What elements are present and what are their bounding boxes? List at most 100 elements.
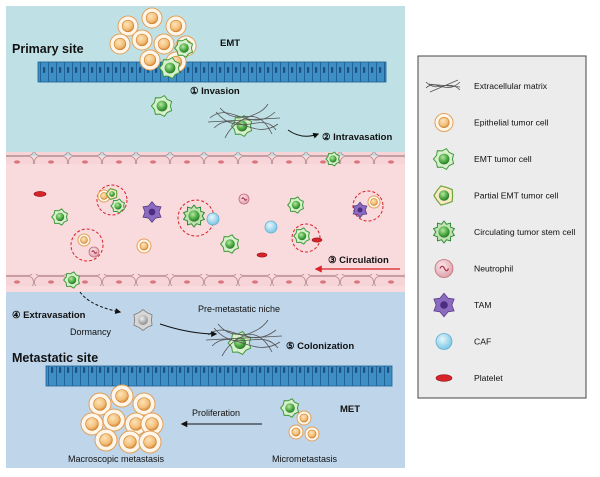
- legend-item: CAF: [435, 333, 491, 350]
- epithelial-tumor-cell: [131, 29, 153, 51]
- pre-metastatic-niche-label: Pre-metastatic niche: [198, 304, 280, 314]
- neutrophil-icon: [434, 259, 454, 278]
- platelet: [33, 191, 47, 197]
- epithelial-tumor-cell: [153, 33, 175, 55]
- legend-item-label: Extracellular matrix: [474, 81, 548, 91]
- partial-emt-tumor-cell: [105, 188, 118, 200]
- legend-item-label: Epithelial tumor cell: [474, 118, 549, 128]
- emt-label: EMT: [220, 38, 240, 49]
- emt-tumor-cell: [287, 196, 304, 214]
- emt-tumor-cell: [63, 271, 80, 289]
- legend-item: Circulating tumor stem cell: [432, 220, 575, 244]
- platelet: [256, 252, 268, 258]
- cells-layer: [33, 7, 384, 454]
- legend-item: EMT tumor cell: [432, 147, 532, 171]
- epithelial-tumor-cell: [97, 189, 111, 203]
- epithelial-tumor-cell: [118, 430, 142, 454]
- epithelial-tumor-cell: [77, 233, 91, 247]
- epithelial-tumor-cell-icon: [434, 113, 454, 132]
- neutrophil: [88, 246, 100, 258]
- tam: [142, 200, 162, 224]
- epithelial-tumor-cell: [296, 410, 312, 426]
- epithelial-tumor-cell: [88, 392, 112, 416]
- legend-item: TAM: [433, 292, 492, 318]
- proliferation-label: Proliferation: [192, 408, 240, 418]
- legend-item: Platelet: [435, 373, 503, 383]
- emt-tumor-cell: [279, 398, 300, 418]
- circulating-tumor-stem-cell: [182, 204, 206, 228]
- legend-item-label: TAM: [474, 300, 492, 310]
- emt-tumor-cell: [173, 38, 194, 58]
- ctc-cluster-outline: [70, 228, 104, 262]
- legend-item-label: CAF: [474, 337, 491, 347]
- epithelial-tumor-cell: [288, 424, 304, 440]
- legend-item-label: Platelet: [474, 373, 503, 383]
- platelet: [311, 237, 323, 243]
- emt-tumor-cell: [110, 198, 125, 214]
- legend-item: Epithelial tumor cell: [434, 113, 549, 132]
- caf-icon: [435, 333, 453, 350]
- caf: [264, 220, 278, 234]
- vessel-wall-bottom: [6, 274, 405, 286]
- caf: [206, 212, 220, 226]
- legend-item-label: Partial EMT tumor cell: [474, 191, 558, 201]
- emt-tumor-cell: [325, 151, 340, 167]
- tam-icon: [433, 292, 455, 318]
- dormant-tumor-cell: [133, 309, 153, 331]
- metastatic-epithelium: [45, 365, 393, 387]
- epithelial-tumor-cell: [132, 392, 156, 416]
- emt-tumor-cell: [293, 227, 310, 245]
- intravasation-arrow: [287, 129, 320, 139]
- primary-site-title: Primary site: [12, 42, 84, 56]
- circulation-label: ③ Circulation: [328, 255, 389, 266]
- invasion-label: ① Invasion: [190, 86, 240, 97]
- legend-item: Extracellular matrix: [425, 79, 548, 93]
- epithelial-tumor-cell: [80, 412, 104, 436]
- epithelial-tumor-cell: [138, 430, 162, 454]
- epithelial-tumor-cell: [110, 384, 134, 408]
- emt-tumor-cell: [158, 56, 181, 80]
- primary-epithelium: [37, 61, 387, 83]
- epithelial-tumor-cell: [117, 15, 139, 37]
- met-label: MET: [340, 404, 360, 415]
- neutrophil: [238, 193, 250, 205]
- colonization-label: ⑤ Colonization: [286, 341, 354, 352]
- micrometastasis-label: Micrometastasis: [272, 454, 338, 464]
- epithelial-tumor-cell: [165, 15, 187, 37]
- emt-tumor-cell: [51, 208, 68, 226]
- epithelial-tumor-cell: [139, 49, 161, 71]
- epithelial-tumor-cell: [141, 7, 163, 29]
- circulating-tumor-stem-cell-icon: [432, 220, 456, 244]
- epithelial-tumor-cell: [140, 412, 164, 436]
- legend-item-label: EMT tumor cell: [474, 154, 532, 164]
- legend-item-label: Circulating tumor stem cell: [474, 227, 575, 237]
- extracellular-matrix-icon: [205, 319, 283, 357]
- intravasation-label: ② Intravasation: [322, 132, 392, 143]
- emt-tumor-cell: [150, 94, 173, 118]
- extracellular-matrix-icon: [425, 79, 461, 93]
- metastatic-site-title: Metastatic site: [12, 351, 98, 365]
- epithelial-tumor-cell: [109, 33, 131, 55]
- epithelial-tumor-cell: [94, 428, 118, 452]
- extravasation-label: ④ Extravasation: [12, 310, 86, 321]
- emt-tumor-cell: [219, 234, 240, 254]
- macroscopic-metastasis-label: Macroscopic metastasis: [68, 454, 165, 464]
- extracellular-matrix-icon: [207, 103, 281, 139]
- ctc-cluster-outline: [96, 184, 128, 216]
- platelet-icon: [435, 374, 453, 382]
- dormancy-label: Dormancy: [70, 327, 112, 337]
- tam: [352, 201, 368, 219]
- emt-tumor-cell-icon: [432, 147, 455, 171]
- epithelial-tumor-cell: [102, 408, 126, 432]
- partial-emt-tumor-cell-icon: [433, 185, 454, 206]
- blood-vessel-region: [6, 156, 405, 292]
- legend-item: Partial EMT tumor cell: [433, 185, 558, 206]
- vessel-wall-top: [6, 152, 405, 164]
- legend-item: Neutrophil: [434, 259, 513, 278]
- epithelial-tumor-cell: [136, 238, 152, 254]
- epithelial-tumor-cell: [304, 426, 320, 442]
- colonization-arrow: [159, 323, 218, 337]
- legend-item-label: Neutrophil: [474, 264, 513, 274]
